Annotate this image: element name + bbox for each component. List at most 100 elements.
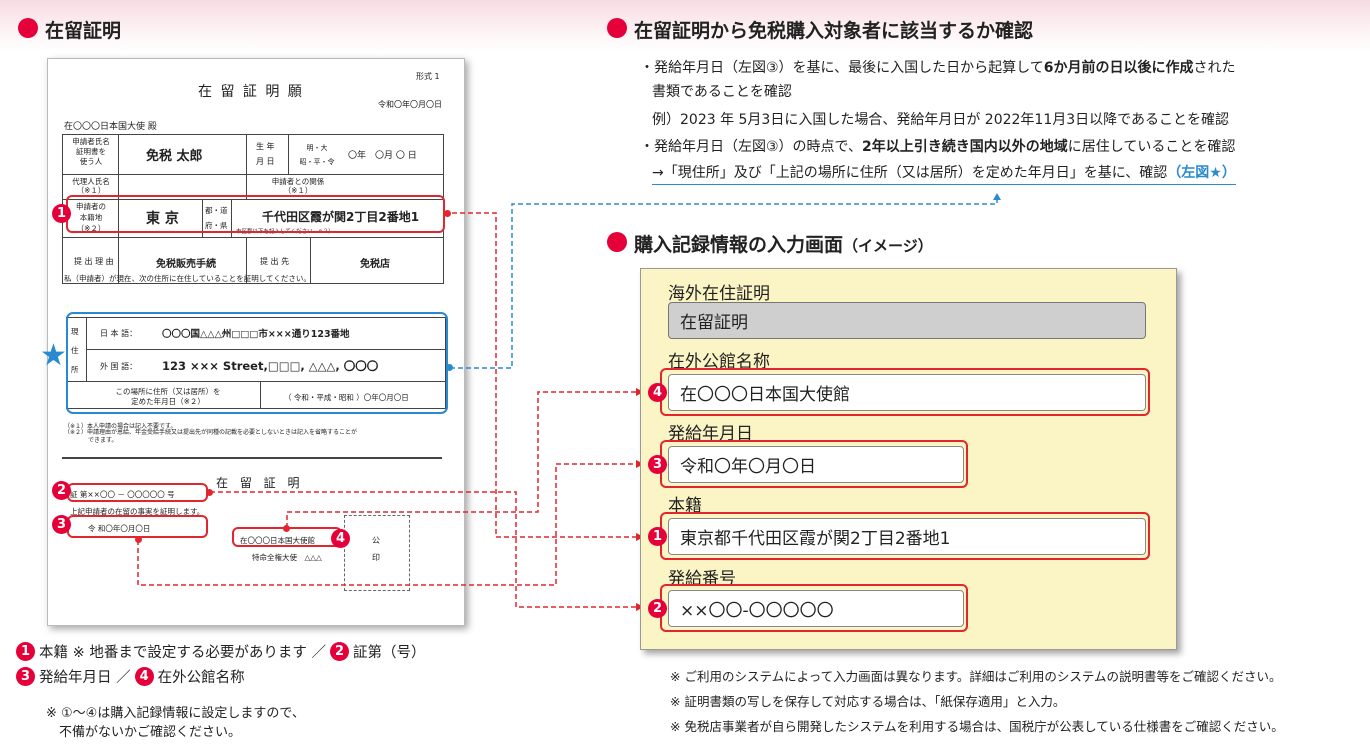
field-honseki-label: 本籍 [668, 496, 702, 516]
honseki-label: 申請者の 本籍地 （※２） [76, 202, 106, 233]
connector-dot [444, 210, 451, 217]
embassy-name: 在〇〇〇日本国大使館 [240, 536, 315, 545]
right-note-1: ※ ご利用のシステムによって入力画面は異なります。詳細はご利用のシステムの説明書… [670, 669, 1282, 684]
highlight-address [66, 312, 448, 414]
purchase-record-input-screen: 海外在住証明 在留証明 在外公館名称 在〇〇〇日本国大使館 発給年月日 令和〇年… [640, 268, 1177, 650]
table-rule [86, 349, 446, 350]
connector-dot [446, 364, 453, 371]
right-heading-1: 在留証明から免税購入対象者に該当するか確認 [634, 20, 1034, 42]
marker-4: 4 [648, 383, 667, 402]
form-number: 形式 1 [416, 72, 440, 81]
address-foreign-value: 123 ××× Street,□□□, △△△, 〇〇〇 [162, 359, 379, 373]
highlight-field-honseki [660, 512, 1150, 560]
left-footnote: ※ ①～④は購入記録情報に設定しますので、 不備がないかご確認ください。 [46, 706, 305, 740]
address-jp-label: 日 本 語： [100, 329, 138, 338]
heading-2-sub: （イメージ） [843, 237, 933, 255]
honseki-prefecture: 東 京 [146, 211, 179, 227]
heading-bullet [607, 232, 627, 252]
heading-2-main: 購入記録情報の入力画面 [634, 234, 844, 256]
table-rule [62, 237, 444, 238]
table-rule [202, 199, 203, 237]
certificate-number: 証 第××〇〇 － 〇〇〇〇〇 号 [70, 490, 175, 499]
legend-4-text: 在外公館名称 [157, 670, 245, 686]
right-note-3: ※ 免税店事業者が自ら開発したシステムを利用する場合は、国税庁が公表している仕様… [670, 719, 1284, 734]
seal-box [344, 515, 410, 591]
legend-1-text: 本籍 ※ 地番まで設定する必要があります ／ [39, 645, 326, 661]
table-rule [246, 237, 247, 284]
heading-bullet [607, 18, 627, 38]
table-rule [66, 381, 446, 382]
era-options: 明・大 昭・平・令 [299, 144, 335, 166]
legend-3-text: 発給年月日 ／ [39, 670, 131, 686]
highlight-field-date [660, 440, 968, 488]
bullet-1-line-2: 書類であることを確認 [652, 84, 792, 100]
address-foreign-label: 外 国 語： [100, 362, 138, 371]
bullet-2-line-2: →「現住所」及び「上記の場所に住所（又は居所）を定めた年月日」を基に、確認（左図… [652, 163, 1236, 185]
table-rule [62, 199, 444, 200]
bullet-2-line-1: ・発給年月日（左図③）の時点で、2年以上引き続き国内以外の地域に居住していること… [640, 137, 1235, 157]
bullet-1-example: 例）2023 年 5月3日に入国した場合、発給年月日が 2022年11月3日以降… [652, 112, 1230, 128]
certificate-title: 在 留 証 明 [216, 476, 304, 490]
marker-2: 2 [648, 599, 667, 618]
table-rule [231, 199, 232, 237]
marker-1: 1 [648, 527, 667, 546]
legend-row-2: 3 発給年月日 ／ 4 在外公館名称 [16, 666, 245, 687]
marker-4: 4 [331, 529, 350, 548]
connector-dot [135, 536, 142, 543]
reason-value: 免税販売手続 [156, 259, 216, 270]
field-issue-date-label: 発給年月日 [668, 424, 753, 444]
overseas-cert-field[interactable]: 在留証明 [668, 302, 1146, 339]
marker-3: 3 [52, 515, 71, 534]
residence-certificate-form: 形式 1 在 留 証 明 願 令和〇年〇月〇日 在〇〇〇日本国大使 殿 申請者氏… [47, 58, 465, 626]
destination-value: 免税店 [360, 259, 390, 270]
embassy-field[interactable]: 在〇〇〇日本国大使館 [668, 374, 1146, 411]
highlight-field-embassy [660, 368, 1150, 416]
bullet-2-post: に居住していることを確認 [1067, 139, 1236, 155]
current-address-label: 現 住 所 [71, 327, 79, 374]
reason-label: 提 出 理 由 [74, 257, 114, 266]
seal-text-2: 印 [372, 553, 380, 562]
legend-row-1: 1 本籍 ※ 地番まで設定する必要があります ／ 2 証第（号） [16, 641, 425, 662]
connector-dot [283, 525, 290, 532]
form-note-2: （※２）申請理由が恩給、年金受給手続又は提出先が同種の記載を必要としないときは記… [64, 429, 358, 444]
honseki-address: 千代田区霞が関2丁目2番地1 [262, 210, 420, 224]
table-rule [118, 134, 119, 284]
bullet-1-line-1: ・発給年月日（左図③）を基に、最後に入国した日から起算して6か月前の日以後に作成… [640, 58, 1235, 78]
honseki-field[interactable]: 東京都千代田区霞が関2丁目2番地1 [668, 518, 1146, 555]
prefecture-options: 都・道 府・県 [205, 206, 228, 230]
marker-3: 3 [16, 667, 35, 686]
form-note-1: （※１）本人申請の場合は記入不要です。 [64, 423, 177, 430]
bullet-2-pre: ・発給年月日（左図③）の時点で、 [640, 139, 862, 155]
star-icon: ★ [40, 338, 67, 373]
birth-label: 生 年 月 日 [256, 142, 275, 166]
marker-1: 1 [52, 204, 71, 223]
marker-1: 1 [16, 642, 35, 661]
marker-2: 2 [329, 642, 349, 661]
since-label: この場所に住所（又は居所）を 定めた年月日（※２） [115, 387, 221, 406]
bullet-1-pre: ・発給年月日（左図③）を基に、最後に入国した日から起算して [640, 60, 1044, 76]
marker-4: 4 [134, 667, 154, 686]
form-date: 令和〇年〇月〇日 [378, 100, 442, 109]
legend-2-text: 証第（号） [352, 645, 426, 661]
field-overseas-label: 海外在住証明 [668, 284, 770, 304]
relation-label: 申請者との関係 （※１） [271, 177, 325, 195]
bullet-2-bold: 2年以上引き続き国内以外の地域 [862, 139, 1068, 155]
divider [62, 457, 442, 459]
marker-3: 3 [648, 455, 667, 474]
table-rule [288, 134, 289, 174]
agent-label: 代理人氏名 （※１） [72, 177, 110, 195]
left-heading: 在留証明 [45, 20, 122, 42]
header-banner [0, 0, 1370, 52]
connector-dot [206, 489, 213, 496]
issue-number-field[interactable]: ××〇〇-〇〇〇〇〇 [668, 590, 964, 627]
since-value: （ 令和・平成・昭和 ）〇年〇月〇日 [284, 393, 409, 402]
certificate-text: 上記申請者の在留の事実を証明します。 [70, 507, 205, 516]
issue-date-field[interactable]: 令和〇年〇月〇日 [668, 446, 964, 483]
table-rule [62, 174, 444, 175]
marker-2: 2 [52, 481, 71, 500]
birth-value: 〇年 〇月 〇 日 [348, 151, 417, 161]
applicant-label: 申請者氏名 証明書を 使う人 [72, 137, 110, 166]
bullet-2-ref: （左図★） [1167, 165, 1236, 181]
heading-bullet [18, 18, 38, 38]
